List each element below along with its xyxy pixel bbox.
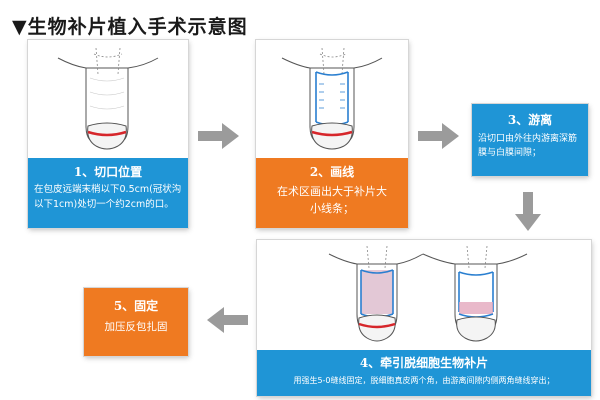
step-1-desc: 在包皮远端末梢以下0.5cm(冠状沟以下1cm)处切一个约2cm的口。 bbox=[34, 184, 182, 210]
step-5-caption: 5、固定 加压反包扎固 bbox=[84, 288, 188, 356]
step-5-title: 5、固定 bbox=[113, 299, 159, 313]
step-5-desc: 加压反包扎固 bbox=[104, 321, 168, 333]
step-5-panel: 5、固定 加压反包扎固 bbox=[84, 288, 188, 356]
step-1-caption: 1、切口位置 在包皮远端末梢以下0.5cm(冠状沟以下1cm)处切一个约2cm的… bbox=[28, 158, 188, 228]
step-3-title: 3、游离 bbox=[507, 113, 553, 127]
step-2-panel: 2、画线 在术区画出大于补片大小线条； bbox=[256, 40, 408, 228]
step-3-panel: 3、游离 沿切口由外往内游离深筋膜与白膜间隙； bbox=[472, 104, 588, 176]
step-2-desc: 在术区画出大于补片大小线条； bbox=[277, 185, 387, 215]
step-3-desc: 沿切口由外往内游离深筋膜与白膜间隙； bbox=[478, 134, 578, 158]
arrow-left-icon bbox=[207, 307, 248, 333]
step-4-illustration bbox=[328, 245, 528, 342]
step-2-illustration bbox=[281, 47, 383, 150]
incision-line bbox=[87, 130, 127, 137]
step-4-caption: 4、牵引脱细胞生物补片 用强生5-0缝线固定，脱细胞真皮两个角，由游离间隙内侧两… bbox=[257, 350, 591, 396]
step-4-title: 4、牵引脱细胞生物补片 bbox=[359, 356, 489, 370]
step-3-caption: 3、游离 沿切口由外往内游离深筋膜与白膜间隙； bbox=[472, 104, 588, 176]
arrow-down-icon bbox=[515, 192, 541, 231]
step-4-panel: 4、牵引脱细胞生物补片 用强生5-0缝线固定，脱细胞真皮两个角，由游离间隙内侧两… bbox=[257, 240, 591, 396]
step-1-title: 1、切口位置 bbox=[73, 165, 143, 179]
step-2-title: 2、画线 bbox=[309, 165, 355, 179]
arrow-right-icon bbox=[198, 123, 239, 149]
step-4-desc: 用强生5-0缝线固定，脱细胞真皮两个角，由游离间隙内侧两角缝线穿出； bbox=[293, 376, 555, 385]
arrow-right-icon bbox=[418, 123, 459, 149]
step-1-illustration bbox=[57, 47, 159, 150]
page-title: ▼生物补片植入手术示意图 bbox=[12, 16, 248, 38]
step-1-panel: 1、切口位置 在包皮远端末梢以下0.5cm(冠状沟以下1cm)处切一个约2cm的… bbox=[28, 40, 188, 228]
step-2-caption: 2、画线 在术区画出大于补片大小线条； bbox=[256, 158, 408, 228]
